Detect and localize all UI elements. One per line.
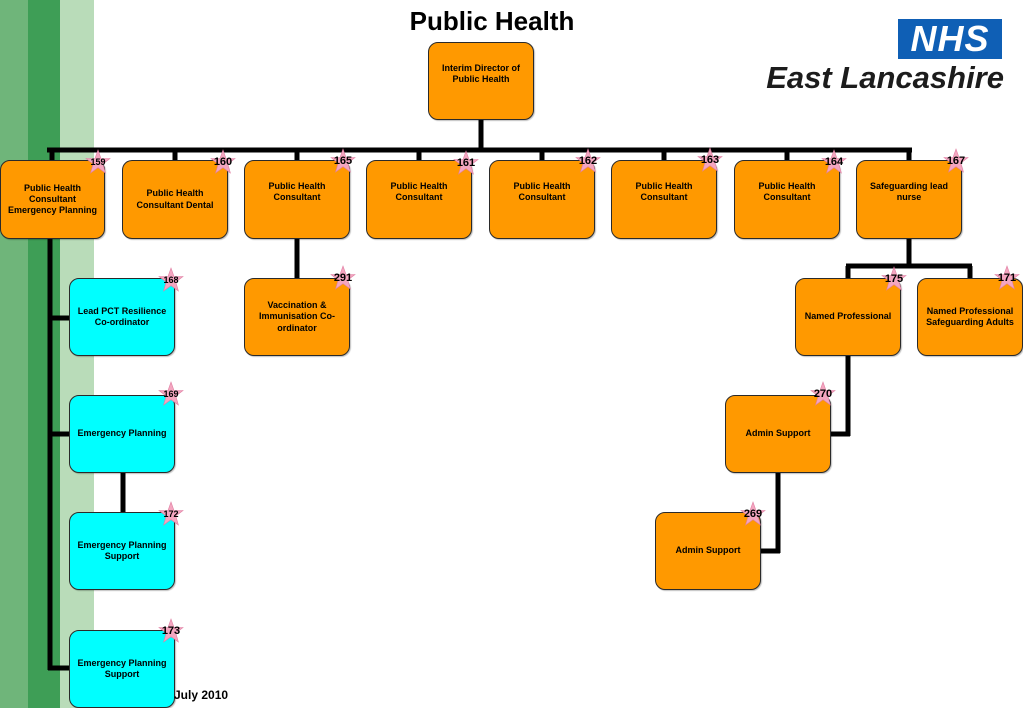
nhs-logo: NHS: [898, 18, 1002, 59]
green-stripe-light: [0, 0, 28, 708]
star-badge-159: 159: [85, 149, 111, 175]
box-admin-support-270: Admin Support: [725, 395, 831, 473]
box-emergency-planning-support-172: Emergency Planning Support: [69, 512, 175, 590]
green-stripe-dark: [28, 0, 60, 708]
box-ph-consultant-163: Public Health Consultant: [611, 160, 717, 239]
star-badge-162: 162: [575, 148, 601, 174]
star-badge-168: 168: [158, 267, 184, 293]
box-ph-consultant-161: Public Health Consultant: [366, 160, 472, 239]
box-vaccination-coordinator: Vaccination & Immunisation Co-ordinator: [244, 278, 350, 356]
box-safeguarding-lead-nurse: Safeguarding lead nurse: [856, 160, 962, 239]
box-ph-consultant-dental: Public Health Consultant Dental: [122, 160, 228, 239]
box-ph-consultant-165: Public Health Consultant: [244, 160, 350, 239]
org-name: East Lancashire: [766, 60, 1004, 95]
date-label: July 2010: [174, 688, 229, 702]
star-badge-167: 167: [943, 148, 969, 174]
box-ph-consultant-emergency-planning: Public Health Consultant Emergency Plann…: [0, 160, 105, 239]
box-lead-pct-resilience: Lead PCT Resilience Co-ordinator: [69, 278, 175, 356]
star-badge-269: 269: [740, 501, 766, 527]
box-named-professional: Named Professional: [795, 278, 901, 356]
box-ph-consultant-162: Public Health Consultant: [489, 160, 595, 239]
star-badge-291: 291: [330, 265, 356, 291]
star-badge-171: 171: [994, 265, 1020, 291]
nhs-logo-text: NHS: [910, 18, 990, 59]
star-badge-169: 169: [158, 381, 184, 407]
star-badge-160: 160: [210, 149, 236, 175]
star-badge-165: 165: [330, 148, 356, 174]
star-badge-172: 172: [158, 501, 184, 527]
box-emergency-planning-support-173: Emergency Planning Support: [69, 630, 175, 708]
star-badge-270: 270: [810, 381, 836, 407]
star-badge-173: 173: [158, 618, 184, 644]
box-named-professional-adults: Named Professional Safeguarding Adults: [917, 278, 1023, 356]
star-badge-163: 163: [697, 147, 723, 173]
box-interim-director: Interim Director of Public Health: [428, 42, 534, 120]
star-badge-161: 161: [453, 150, 479, 176]
star-badge-164: 164: [821, 149, 847, 175]
box-admin-support-269: Admin Support: [655, 512, 761, 590]
star-badge-175: 175: [881, 266, 907, 292]
page-title: Public Health: [409, 6, 575, 36]
box-emergency-planning: Emergency Planning: [69, 395, 175, 473]
box-ph-consultant-164: Public Health Consultant: [734, 160, 840, 239]
